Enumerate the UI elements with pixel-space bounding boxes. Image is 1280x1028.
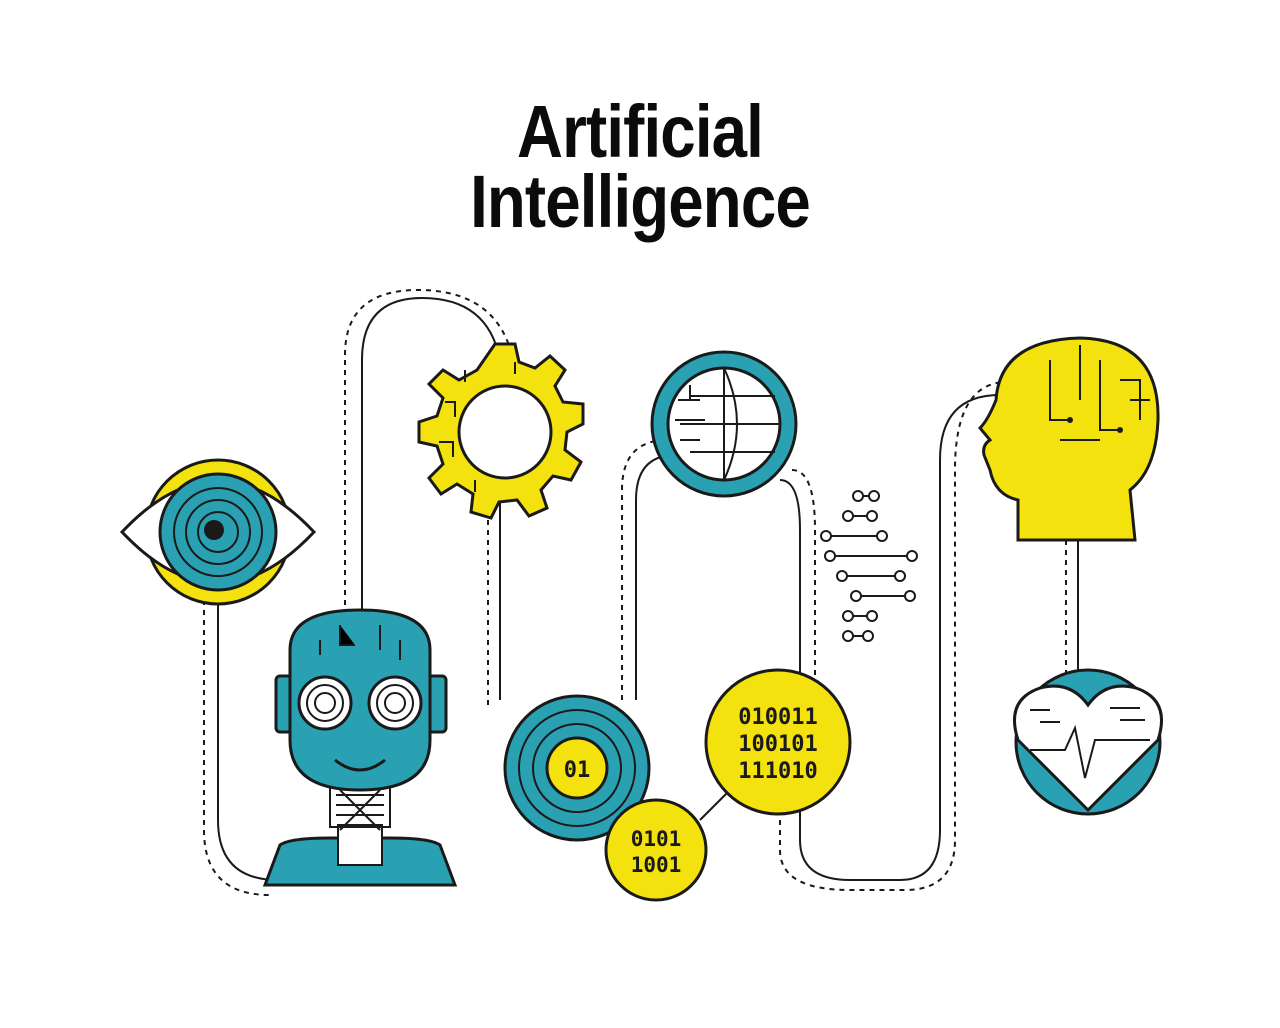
big-coin-line-1: 010011 — [738, 705, 817, 730]
human-head-circuit-icon — [977, 336, 1160, 542]
globe-circuit-icon — [650, 350, 798, 498]
mid-coin-line-1: 0101 — [631, 827, 682, 851]
heart-pulse-icon — [1013, 668, 1163, 816]
mid-coin-line-2: 1001 — [631, 853, 682, 877]
binary-coin-icon: 0101 1001 — [604, 798, 708, 902]
title-line-2: Intelligence — [470, 160, 811, 243]
binary-big-coin-icon: 010011 100101 111010 — [704, 668, 852, 816]
small-coin-text: 01 — [564, 758, 591, 783]
robot-head-icon — [262, 608, 458, 887]
connector-paths — [203, 288, 1079, 896]
data-nodes-icon — [820, 490, 918, 642]
gear-icon — [417, 342, 585, 520]
big-coin-line-3: 111010 — [738, 759, 817, 784]
eye-icon — [119, 458, 317, 606]
title-line-1: Artificial — [516, 90, 764, 173]
binary-disc-icon: 01 — [503, 694, 651, 842]
big-coin-line-2: 100101 — [738, 732, 817, 757]
